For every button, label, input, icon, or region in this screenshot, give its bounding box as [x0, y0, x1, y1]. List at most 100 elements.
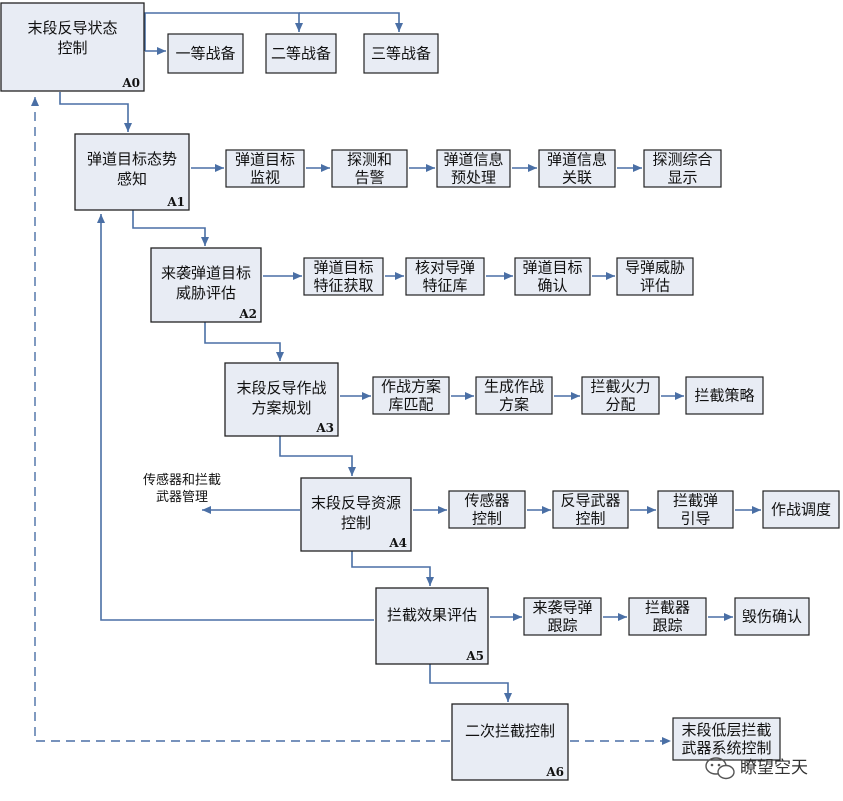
step-box-s1a-frame — [225, 149, 305, 188]
main-box-a4-frame — [300, 477, 412, 552]
step-box-s5c-label: 毁伤确认 — [742, 608, 802, 626]
step-box-s2a-label: 弹道目标 — [313, 259, 373, 277]
step-box-s6a-label: 武器系统控制 — [681, 739, 771, 757]
feedback-a6-a0 — [31, 97, 450, 742]
step-box-s5b-frame — [628, 597, 707, 636]
step-box-s6a-label: 末段低层拦截 — [681, 721, 771, 739]
arrow-a0-a1 — [59, 92, 132, 132]
step-box-s0b: 二等战备 — [265, 33, 337, 74]
step-box-s0a-label: 一等战备 — [175, 45, 235, 63]
step-box-s4d-frame — [762, 490, 840, 529]
main-box-a6: 二次拦截控制 A6 — [451, 703, 569, 781]
main-box-a5-code: A5 — [465, 649, 484, 663]
arrow-a0-readiness-2 — [144, 12, 303, 51]
step-box-s3a-label: 作战方案 — [381, 378, 441, 396]
arrow-a0-readiness-3 — [299, 12, 403, 32]
main-box-a1-frame — [74, 133, 190, 211]
step-box-s5c-frame — [734, 597, 810, 636]
step-box-s0c: 三等战备 — [363, 33, 439, 74]
step-box-s3d: 拦截策略 — [685, 376, 764, 415]
main-box-a6-label: 二次拦截控制 — [465, 722, 555, 740]
step-box-s6a-frame — [672, 717, 781, 761]
step-box-s3d-label: 拦截策略 — [694, 387, 754, 405]
step-box-s3a-label: 库匹配 — [388, 396, 433, 414]
main-box-a2-label: 来袭弹道目标 — [161, 264, 251, 282]
step-box-s2b-label: 特征库 — [422, 277, 467, 295]
main-box-a3-frame — [224, 362, 339, 437]
main-box-a6-frame — [451, 703, 569, 781]
main-box-a6-code: A6 — [545, 765, 564, 779]
main-box-a2-frame — [150, 247, 262, 323]
main-box-a1-label: 感知 — [117, 170, 147, 188]
step-box-s2d-frame — [616, 257, 694, 296]
step-box-s2d-label: 评估 — [640, 277, 670, 295]
arrow-a4-a5 — [351, 551, 434, 586]
connector-layer — [31, 12, 761, 745]
step-box-s1d-label: 弹道信息 — [547, 151, 607, 169]
step-box-s3b-label: 生成作战 — [484, 378, 544, 396]
step-box-s3c-frame — [581, 376, 660, 415]
sensor-weapon-note-line-2: 武器管理 — [156, 490, 208, 505]
step-box-s3c-label: 分配 — [605, 396, 635, 414]
watermark: 瞭望空天 — [705, 757, 808, 780]
step-box-s1c-frame — [436, 149, 511, 188]
step-box-s4c-frame — [657, 490, 734, 529]
step-box-s3a-frame — [372, 376, 450, 415]
arrow-a5-a6 — [429, 664, 512, 702]
step-box-s0c-label: 三等战备 — [371, 45, 431, 63]
step-box-s2a-label: 特征获取 — [313, 277, 373, 295]
main-box-a3-label: 方案规划 — [251, 399, 311, 417]
step-box-s0a: 一等战备 — [167, 33, 244, 74]
feedback-a5-a1 — [97, 214, 374, 621]
step-box-s5a-label: 跟踪 — [547, 617, 577, 635]
arrow-a2-a3 — [204, 322, 284, 361]
step-box-s2c-frame — [514, 257, 591, 296]
main-box-a2-label: 威胁评估 — [176, 284, 236, 302]
step-box-s0b-frame — [265, 33, 337, 74]
main-box-a4-label: 控制 — [341, 514, 371, 532]
step-box-s1a-label: 弹道目标 — [235, 151, 295, 169]
step-box-s2b-frame — [405, 257, 485, 296]
arrow-a3-a4 — [279, 436, 356, 476]
step-box-s3b-frame — [475, 376, 553, 415]
main-box-a1-label: 弹道目标态势 — [87, 150, 177, 168]
step-box-s4d-label: 作战调度 — [771, 501, 831, 519]
step-box-s1b-label: 探测和 — [347, 151, 392, 169]
step-box-s4d: 作战调度 — [762, 490, 840, 529]
step-box-s5a-frame — [523, 597, 602, 636]
step-box-s5b-label: 跟踪 — [652, 617, 682, 635]
step-box-s0b-label: 二等战备 — [271, 45, 331, 63]
step-box-s5c: 毁伤确认 — [734, 597, 810, 636]
step-box-s5b-label: 拦截器 — [645, 599, 690, 617]
step-box-s3c-label: 拦截火力 — [590, 378, 650, 396]
main-box-a0-label: 末段反导状态 — [27, 19, 117, 37]
step-box-s1a-label: 监视 — [250, 169, 280, 187]
watermark-text: 瞭望空天 — [740, 758, 808, 778]
main-box-a4-code: A4 — [388, 536, 407, 550]
step-box-s5a-label: 来袭导弹 — [532, 599, 592, 617]
step-box-s0a-frame — [167, 33, 244, 74]
step-box-s2a-frame — [303, 257, 384, 296]
main-box-a1-code: A1 — [166, 195, 185, 209]
step-box-s1e-frame — [643, 149, 722, 188]
step-box-s1c-label: 预处理 — [451, 169, 496, 187]
step-box-s1d-label: 关联 — [562, 169, 592, 187]
step-box-s4b-frame — [552, 490, 629, 529]
main-box-a2-code: A2 — [238, 307, 257, 321]
arrow-a1-a2 — [132, 210, 209, 246]
